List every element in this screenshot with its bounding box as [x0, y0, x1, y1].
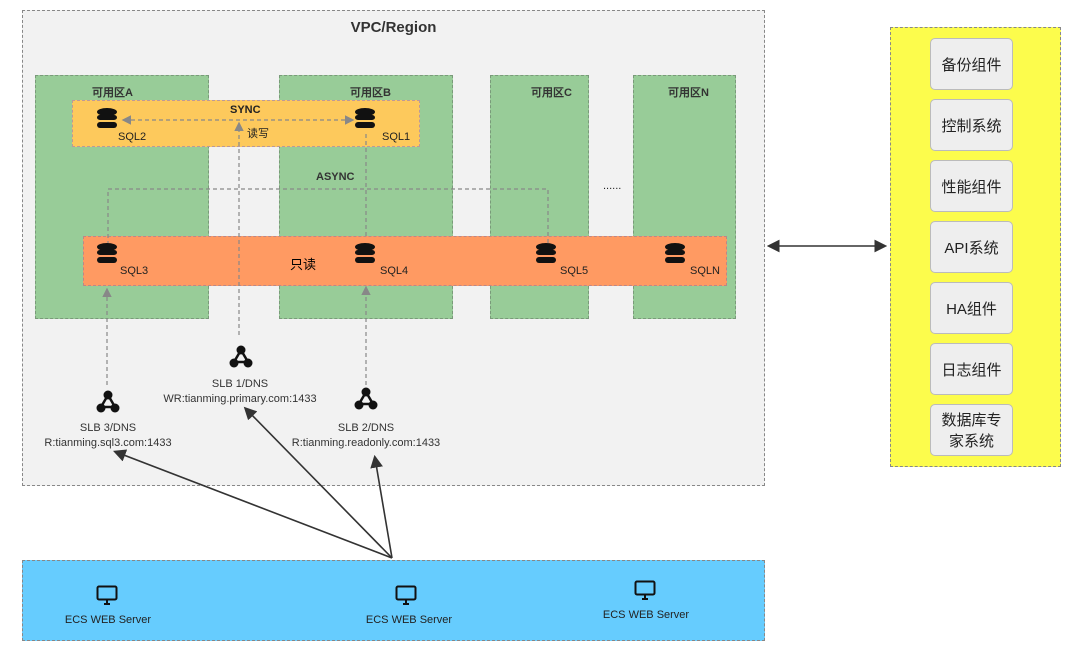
monitor-icon: [96, 585, 118, 605]
component-db-expert[interactable]: 数据库专家系统: [930, 404, 1013, 456]
slb3-addr: R:tianming.sql3.com:1433: [44, 437, 172, 449]
async-line: [107, 188, 549, 245]
async-label: ASYNC: [316, 171, 355, 183]
rw-label: 读写: [247, 128, 269, 140]
db-label-sql1: SQL1: [382, 131, 411, 143]
monitor-icon: [395, 585, 417, 605]
load-balancer-icon: [354, 387, 378, 410]
db-label-sql4: SQL4: [380, 265, 409, 277]
component-api[interactable]: API系统: [930, 221, 1013, 273]
db-label-sql2: SQL2: [118, 131, 147, 143]
database-icon: [536, 243, 556, 263]
database-icon: [355, 108, 375, 128]
component-log[interactable]: 日志组件: [930, 343, 1013, 395]
ecs-box: [22, 560, 765, 641]
ecs-label: ECS WEB Server: [365, 614, 453, 626]
ecs-label: ECS WEB Server: [602, 609, 690, 621]
database-icon: [355, 243, 375, 263]
slb2-name: SLB 2/DNS: [337, 422, 395, 434]
zone-label: 可用区N: [668, 87, 709, 99]
ecs-label: ECS WEB Server: [64, 614, 152, 626]
zone-label: 可用区B: [350, 87, 391, 99]
readonly-label: 只读: [290, 257, 317, 272]
slb3: SLB 3/DNS R:tianming.sql3.com:1433: [8, 421, 208, 451]
load-balancer-icon: [96, 390, 120, 413]
zone-label: 可用区A: [92, 87, 133, 99]
db-label-sqln: SQLN: [690, 265, 720, 277]
monitor-icon: [634, 580, 656, 600]
arrow-to-slb3: [113, 449, 393, 559]
component-performance[interactable]: 性能组件: [930, 160, 1013, 212]
vpc-title: VPC/Region: [350, 19, 437, 36]
db-label-sql3: SQL3: [120, 265, 149, 277]
arrow-to-slb1: [243, 406, 393, 559]
slb1-name: SLB 1/DNS: [211, 378, 269, 390]
arrow-to-slb2: [370, 454, 393, 559]
component-backup[interactable]: 备份组件: [930, 38, 1013, 90]
slb3-name: SLB 3/DNS: [79, 422, 137, 434]
database-icon: [97, 108, 117, 128]
zone-label: 可用区C: [531, 87, 572, 99]
sync-label: SYNC: [230, 104, 261, 116]
slb1-addr: WR:tianming.primary.com:1433: [163, 393, 317, 405]
database-icon: [97, 243, 117, 263]
slb2-addr: R:tianming.readonly.com:1433: [291, 437, 441, 449]
component-ha[interactable]: HA组件: [930, 282, 1013, 334]
slb1: SLB 1/DNS WR:tianming.primary.com:1433: [140, 377, 340, 407]
component-control[interactable]: 控制系统: [930, 99, 1013, 151]
readonly-bar: [83, 236, 727, 286]
slb2: SLB 2/DNS R:tianming.readonly.com:1433: [266, 421, 466, 451]
db-label-sql5: SQL5: [560, 265, 589, 277]
ellipsis: ......: [603, 180, 622, 192]
load-balancer-icon: [229, 345, 253, 368]
database-icon: [665, 243, 685, 263]
